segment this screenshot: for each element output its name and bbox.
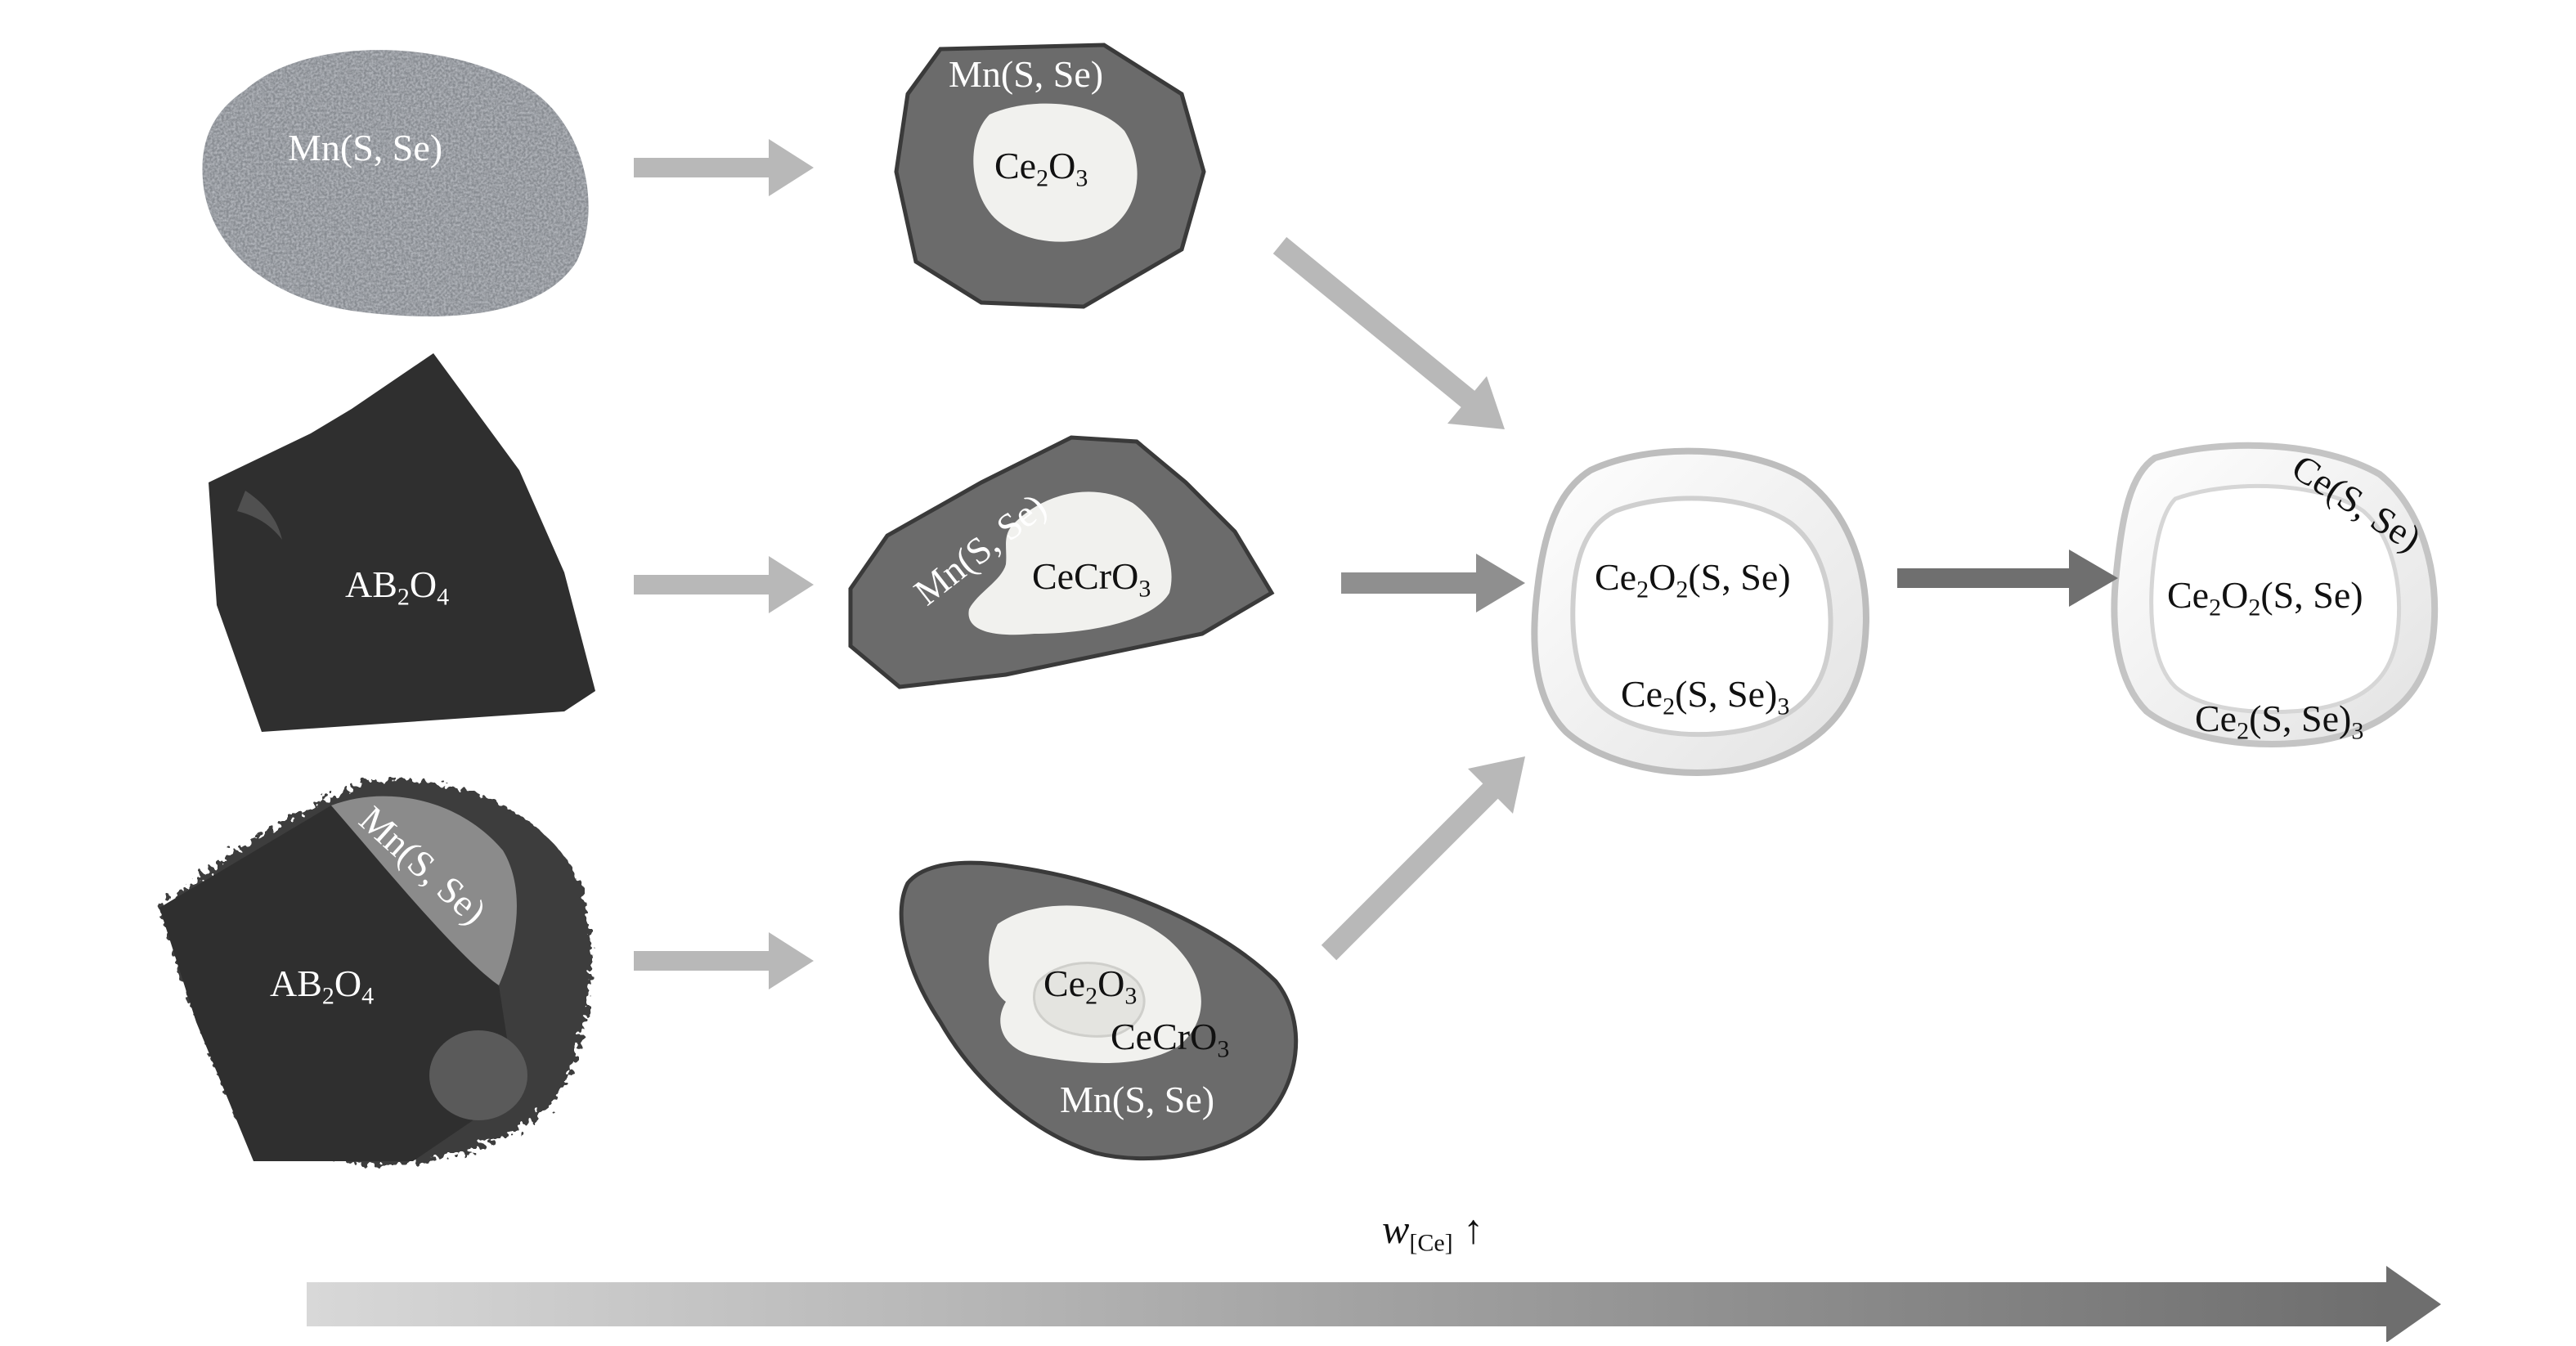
arrow-s3-s4 <box>1897 550 2118 607</box>
label-ring3-inner: Ce2O2(S, Se) <box>1595 556 1791 603</box>
label-core-inner-bottom: Ce2O3 <box>1043 962 1138 1010</box>
label-core-middle: CeCrO3 <box>1032 555 1151 603</box>
ring-stage3 <box>1531 447 1869 776</box>
ring-stage4 <box>2111 442 2439 747</box>
label-ab2o4-bottom: AB2O4 <box>270 962 375 1010</box>
label-shell-top: Mn(S, Se) <box>949 53 1104 95</box>
label-ring4-inner: Ce2O2(S, Se) <box>2167 574 2363 621</box>
label-ab2o4-middle: AB2O4 <box>345 563 450 611</box>
label-core-outer-bottom: CeCrO3 <box>1111 1016 1230 1063</box>
trend-label: w[Ce] ↑ <box>1382 1206 1484 1257</box>
core-middle <box>968 491 1172 635</box>
arrow-s2-s3-middle <box>1341 554 1525 612</box>
label-core-top: Ce2O3 <box>994 145 1088 192</box>
particle-highlight <box>237 491 282 540</box>
arrow-s1-s2-bottom <box>634 932 814 989</box>
label-ring4-outer: Ce2(S, Se)3 <box>2195 698 2364 745</box>
composite-particle-bottom <box>159 779 591 1165</box>
label-ring3-outer: Ce2(S, Se)3 <box>1621 673 1790 720</box>
arrow-s2-s3-diag-top <box>1272 236 1505 429</box>
ab2o4-particle-middle <box>209 353 595 732</box>
arrow-s1-s2-middle <box>634 556 814 613</box>
label-shell-bottom: Mn(S, Se) <box>1060 1079 1215 1120</box>
mns-particle-top <box>202 50 589 316</box>
trend-arrow <box>307 1266 2441 1343</box>
label-mns-top: Mn(S, Se) <box>288 127 443 168</box>
arrow-s2-s3-diag-bottom <box>1321 756 1525 961</box>
core-inner-bottom <box>1033 962 1146 1038</box>
arrow-s1-s2-top <box>634 139 814 196</box>
core-top <box>973 103 1138 242</box>
